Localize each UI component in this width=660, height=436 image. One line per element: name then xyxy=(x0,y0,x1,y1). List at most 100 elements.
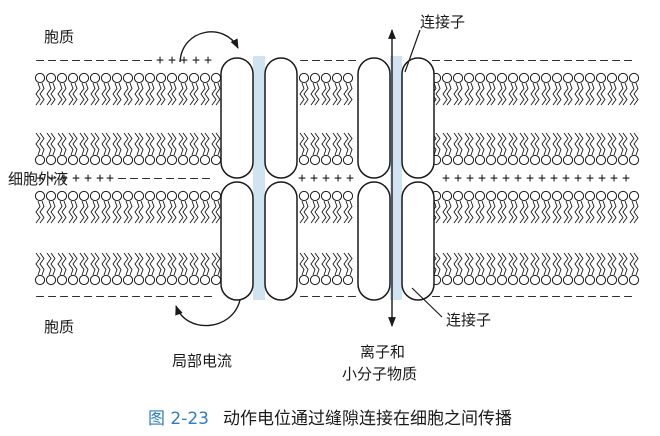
svg-text:–: – xyxy=(324,53,332,68)
svg-text:+: + xyxy=(466,171,474,186)
svg-text:–: – xyxy=(144,53,152,68)
svg-text:–: – xyxy=(60,53,68,68)
svg-text:–: – xyxy=(348,53,356,68)
svg-text:–: – xyxy=(96,53,104,68)
svg-text:–: – xyxy=(444,289,452,304)
svg-text:–: – xyxy=(132,53,140,68)
svg-text:+: + xyxy=(192,53,200,68)
figure-caption: 图 2-23 动作电位通过缝隙连接在细胞之间传播 xyxy=(0,404,660,429)
svg-text:–: – xyxy=(432,289,440,304)
svg-text:–: – xyxy=(204,289,212,304)
svg-text:+: + xyxy=(478,171,486,186)
svg-text:+: + xyxy=(72,171,80,186)
svg-text:+: + xyxy=(514,171,522,186)
svg-text:–: – xyxy=(120,53,128,68)
ions-label-line2: 小分子物质 xyxy=(342,365,417,383)
svg-text:–: – xyxy=(202,171,210,186)
svg-text:–: – xyxy=(180,289,188,304)
svg-text:–: – xyxy=(118,171,126,186)
svg-text:+: + xyxy=(96,171,104,186)
svg-text:–: – xyxy=(600,53,608,68)
svg-text:–: – xyxy=(492,53,500,68)
svg-text:+: + xyxy=(168,53,176,68)
extracellular-label: 细胞外液 xyxy=(8,170,68,188)
svg-text:+: + xyxy=(36,171,44,186)
svg-text:+: + xyxy=(502,171,510,186)
svg-text:–: – xyxy=(84,53,92,68)
svg-text:–: – xyxy=(348,289,356,304)
svg-text:–: – xyxy=(528,53,536,68)
svg-text:–: – xyxy=(336,289,344,304)
svg-text:+: + xyxy=(442,171,450,186)
svg-text:–: – xyxy=(168,289,176,304)
svg-text:+: + xyxy=(598,171,606,186)
svg-text:+: + xyxy=(204,53,212,68)
svg-text:+: + xyxy=(106,171,114,186)
svg-text:–: – xyxy=(36,53,44,68)
svg-text:–: – xyxy=(120,289,128,304)
svg-text:+: + xyxy=(180,53,188,68)
svg-text:–: – xyxy=(154,171,162,186)
svg-text:–: – xyxy=(456,289,464,304)
svg-text:–: – xyxy=(300,289,308,304)
svg-text:–: – xyxy=(504,289,512,304)
gap-junction-diagram: ––––––––––+++++––––––––––––––––––––––+––… xyxy=(8,13,640,383)
cytoplasm-bottom-label: 胞质 xyxy=(44,318,74,336)
curved-arrow-icon xyxy=(175,299,241,327)
connexon-bottom-leader xyxy=(411,287,443,318)
svg-text:–: – xyxy=(612,53,620,68)
figure-caption-text: 动作电位通过缝隙连接在细胞之间传播 xyxy=(223,409,512,429)
svg-text:–: – xyxy=(312,289,320,304)
curved-arrow-icon xyxy=(179,31,239,63)
svg-text:+: + xyxy=(550,171,558,186)
svg-text:–: – xyxy=(144,289,152,304)
svg-text:–: – xyxy=(72,53,80,68)
svg-text:+: + xyxy=(346,171,354,186)
svg-text:–: – xyxy=(190,171,198,186)
svg-text:+: + xyxy=(454,171,462,186)
local-current-label: 局部电流 xyxy=(172,352,232,370)
svg-text:+: + xyxy=(526,171,534,186)
svg-text:–: – xyxy=(540,289,548,304)
svg-text:–: – xyxy=(600,289,608,304)
svg-text:–: – xyxy=(624,53,632,68)
svg-text:–: – xyxy=(564,53,572,68)
svg-text:–: – xyxy=(96,289,104,304)
svg-text:–: – xyxy=(504,53,512,68)
svg-text:+: + xyxy=(298,171,306,186)
svg-text:–: – xyxy=(130,171,138,186)
svg-text:+: + xyxy=(48,171,56,186)
svg-text:–: – xyxy=(166,171,174,186)
svg-text:–: – xyxy=(564,289,572,304)
svg-text:+: + xyxy=(322,171,330,186)
svg-text:–: – xyxy=(142,171,150,186)
svg-text:–: – xyxy=(60,289,68,304)
svg-text:–: – xyxy=(108,53,116,68)
svg-text:–: – xyxy=(300,53,308,68)
svg-text:–: – xyxy=(312,53,320,68)
svg-text:–: – xyxy=(612,289,620,304)
svg-text:+: + xyxy=(490,171,498,186)
svg-text:–: – xyxy=(132,289,140,304)
svg-text:–: – xyxy=(576,53,584,68)
connexon-top-label: 连接子 xyxy=(420,13,465,31)
svg-text:–: – xyxy=(108,289,116,304)
svg-text:–: – xyxy=(72,289,80,304)
svg-text:–: – xyxy=(552,53,560,68)
svg-text:–: – xyxy=(432,53,440,68)
svg-text:+: + xyxy=(310,171,318,186)
svg-text:–: – xyxy=(456,53,464,68)
svg-text:–: – xyxy=(48,53,56,68)
svg-text:–: – xyxy=(576,289,584,304)
ions-label-line1: 离子和 xyxy=(360,343,405,361)
svg-text:+: + xyxy=(334,171,342,186)
svg-text:–: – xyxy=(552,289,560,304)
connexon-top-leader xyxy=(404,29,421,73)
svg-text:–: – xyxy=(84,289,92,304)
svg-text:–: – xyxy=(192,289,200,304)
figure-number: 图 2-23 xyxy=(148,409,209,429)
svg-text:–: – xyxy=(480,53,488,68)
svg-text:+: + xyxy=(562,171,570,186)
svg-text:+: + xyxy=(60,171,68,186)
svg-text:–: – xyxy=(324,289,332,304)
